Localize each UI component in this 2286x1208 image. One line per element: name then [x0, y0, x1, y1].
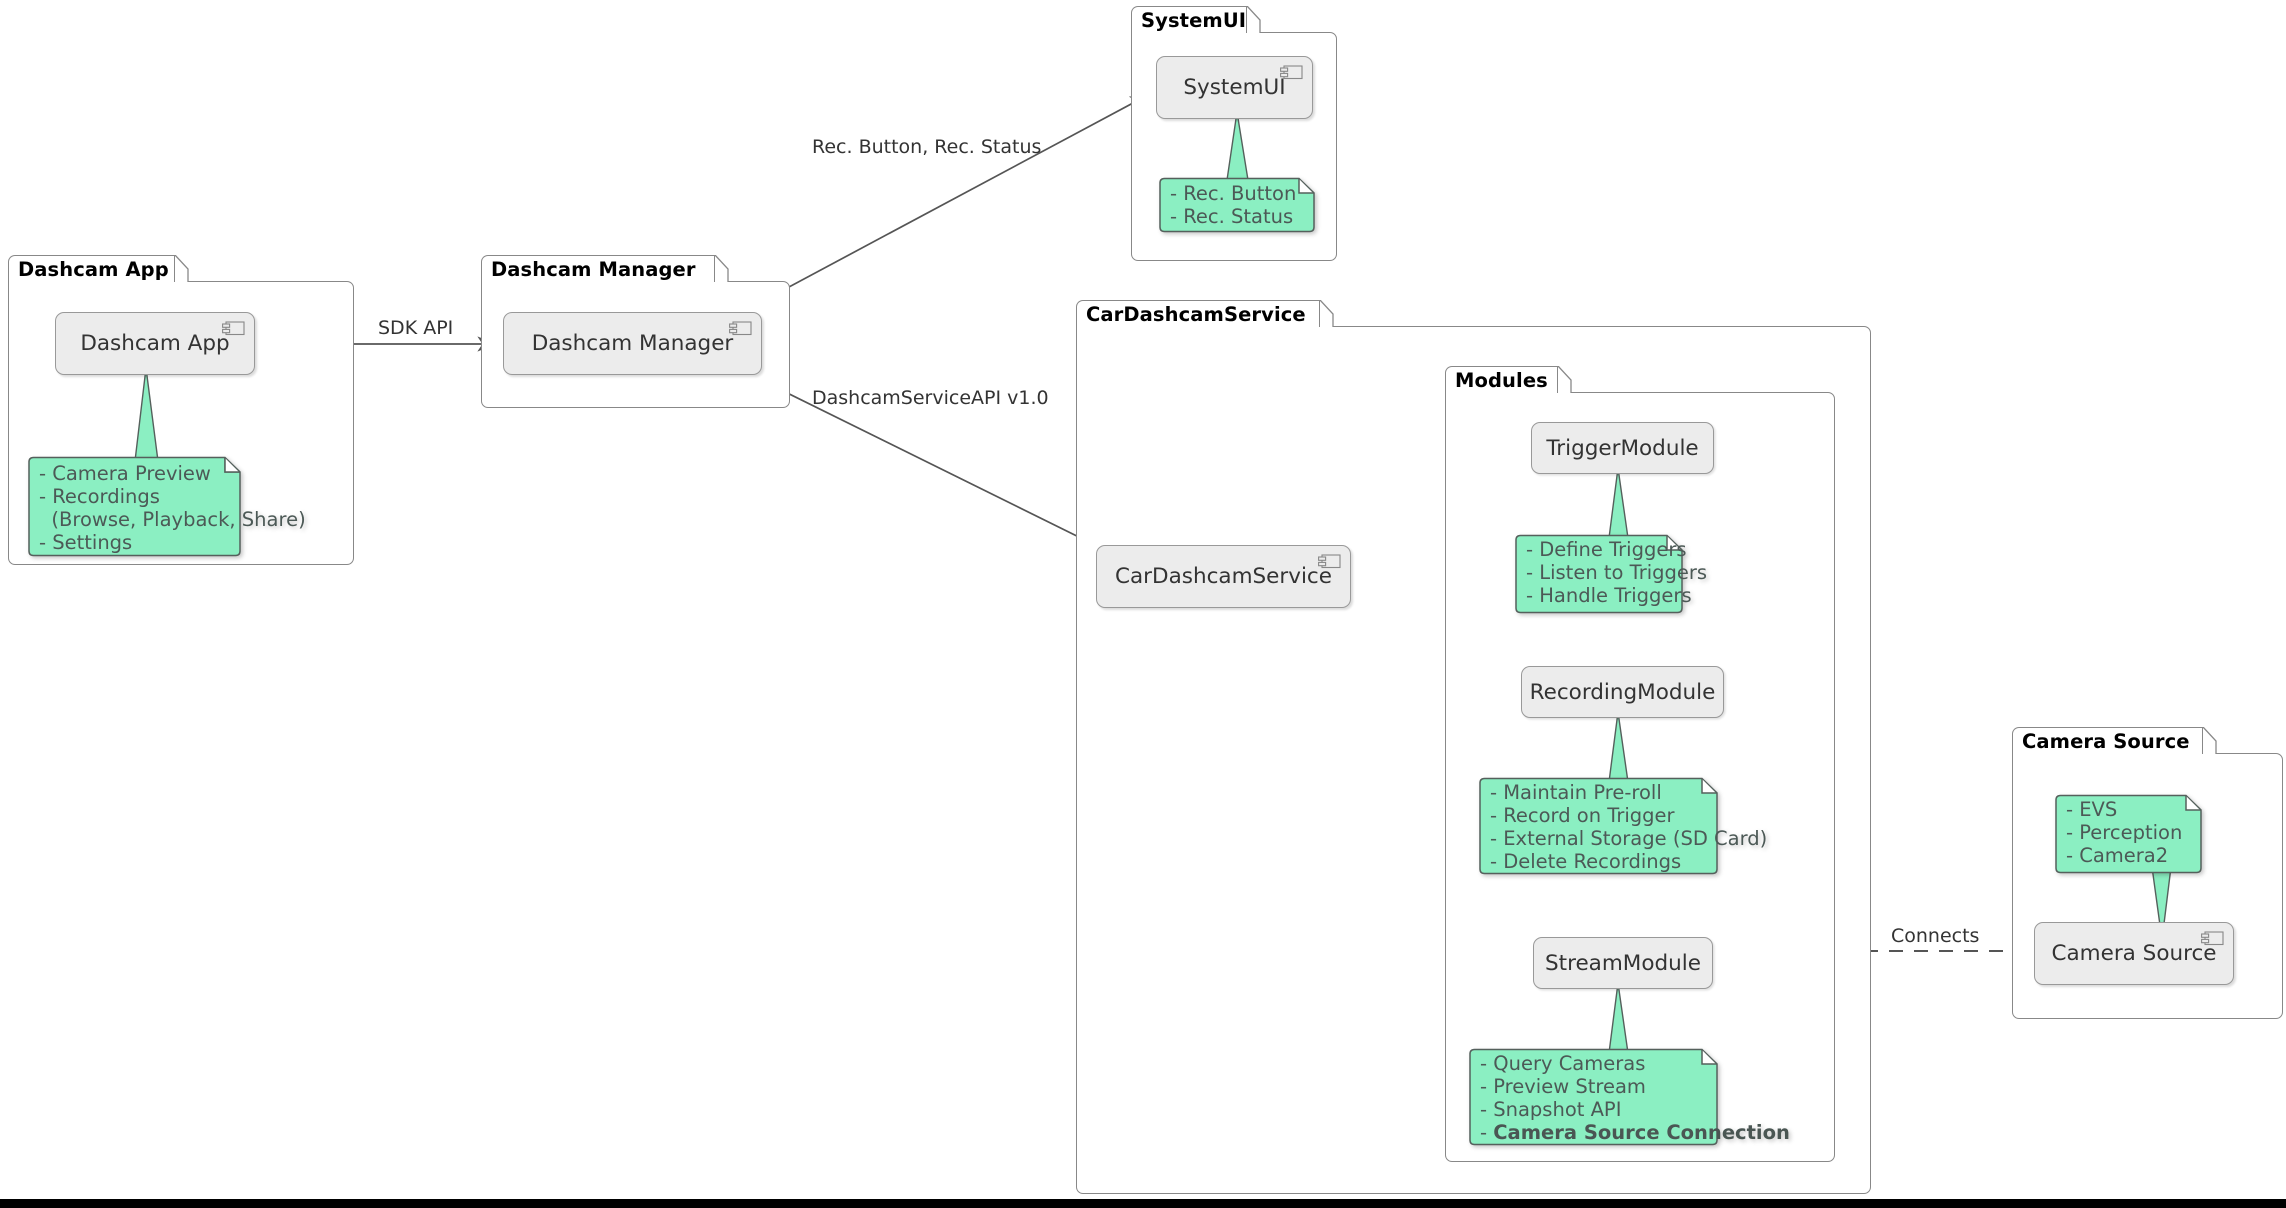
note-camera-source: - EVS - Perception - Camera2 [2053, 793, 2204, 875]
note-line-bold-text: Camera Source Connection [1493, 1121, 1790, 1144]
component-stream-module-label: StreamModule [1545, 950, 1701, 976]
note-system-ui: - Rec. Button - Rec. Status [1157, 176, 1317, 234]
note-line: - Snapshot API [1480, 1098, 1622, 1121]
note-line: - Query Cameras [1480, 1052, 1646, 1075]
component-recording-module[interactable]: RecordingModule [1521, 666, 1724, 718]
edge-label-rec-button: Rec. Button, Rec. Status [812, 136, 1042, 158]
component-trigger-module-label: TriggerModule [1546, 435, 1699, 461]
component-icon [1318, 554, 1341, 569]
note-tail-dashcam-app [134, 368, 159, 462]
package-system-ui: SystemUI SystemUI - Rec. But [1131, 6, 1337, 261]
note-line: - External Storage (SD Card) [1490, 827, 1768, 850]
package-tab-corner-icon [1247, 6, 1261, 33]
package-camera-source-tab: Camera Source [2012, 727, 2203, 754]
package-dashcam-manager-label: Dashcam Manager [491, 257, 696, 281]
note-camera-source-text: - EVS - Perception - Camera2 [2066, 798, 2182, 867]
note-trigger-module: - Define Triggers - Listen to Triggers -… [1513, 533, 1707, 615]
note-line: - Handle Triggers [1526, 584, 1692, 607]
edge-label-service-api: DashcamServiceAPI v1.0 [812, 387, 1049, 409]
component-car-dashcam-service-label: CarDashcamService [1115, 564, 1332, 589]
package-dashcam-app-label: Dashcam App [18, 257, 169, 281]
component-camera-source[interactable]: Camera Source [2034, 922, 2234, 985]
component-dashcam-app[interactable]: Dashcam App [55, 312, 255, 375]
component-dashcam-manager-label: Dashcam Manager [531, 331, 734, 356]
package-camera-source-label: Camera Source [2022, 729, 2190, 753]
component-recording-module-label: RecordingModule [1529, 679, 1716, 705]
note-recording-module: - Maintain Pre-roll - Record on Trigger … [1477, 776, 1767, 876]
package-tab-corner-icon [1558, 366, 1572, 393]
note-tail-camera-source [2151, 867, 2172, 941]
note-shape [2055, 794, 2202, 874]
note-shape [28, 456, 241, 557]
component-icon [222, 321, 245, 336]
package-dashcam-app-tab: Dashcam App [8, 255, 175, 282]
note-line: - Maintain Pre-roll [1490, 781, 1662, 804]
note-line: (Browse, Playback, Share) [39, 508, 306, 531]
package-car-dashcam-service-label: CarDashcamService [1086, 302, 1306, 326]
component-system-ui-label: SystemUI [1183, 75, 1286, 100]
note-stream-module: - Query Cameras - Preview Stream - Snaps… [1467, 1047, 1790, 1147]
note-line: - Record on Trigger [1490, 804, 1675, 827]
note-line-bold: - Camera Source Connection [1480, 1121, 1790, 1144]
note-line: - Rec. Status [1170, 205, 1294, 228]
note-tail-recording [1608, 712, 1629, 783]
note-line: - Camera Preview [39, 462, 211, 485]
package-tab-corner-icon [715, 255, 729, 282]
note-trigger-module-text: - Define Triggers - Listen to Triggers -… [1526, 538, 1707, 607]
note-line: - Perception [2066, 821, 2183, 844]
component-icon [729, 321, 752, 336]
note-tail-stream [1608, 983, 1629, 1054]
note-tail-trigger [1608, 468, 1629, 539]
component-camera-source-label: Camera Source [2051, 941, 2217, 966]
note-dashcam-app: - Camera Preview - Recordings (Browse, P… [26, 455, 306, 558]
component-stream-module[interactable]: StreamModule [1533, 937, 1713, 989]
component-icon [1280, 65, 1303, 80]
component-trigger-module[interactable]: TriggerModule [1531, 422, 1714, 474]
note-line: - Settings [39, 531, 133, 554]
note-shape [1469, 1048, 1718, 1146]
package-car-dashcam-service-tab: CarDashcamService [1076, 300, 1320, 327]
package-car-dashcam-service: CarDashcamService CarDashcamService Modu… [1076, 300, 1871, 1194]
note-line: - Camera2 [2066, 844, 2169, 867]
note-recording-module-text: - Maintain Pre-roll - Record on Trigger … [1490, 781, 1767, 873]
edge-rec-button-line [730, 94, 1149, 319]
package-dashcam-app: Dashcam App Dashcam App [8, 255, 354, 565]
note-line: - Rec. Button [1170, 182, 1297, 205]
package-modules: Modules TriggerModule - [1445, 366, 1835, 1162]
package-modules-tab: Modules [1445, 366, 1558, 393]
package-tab-corner-icon [1320, 300, 1334, 327]
note-line: - Define Triggers [1526, 538, 1687, 561]
package-modules-label: Modules [1455, 368, 1548, 392]
note-line: - Delete Recordings [1490, 850, 1682, 873]
note-system-ui-text: - Rec. Button - Rec. Status [1170, 182, 1296, 228]
note-dashcam-app-text: - Camera Preview - Recordings (Browse, P… [39, 462, 306, 554]
component-car-dashcam-service[interactable]: CarDashcamService [1096, 545, 1351, 608]
note-line: - Recordings [39, 485, 160, 508]
note-stream-module-text: - Query Cameras - Preview Stream - Snaps… [1480, 1052, 1790, 1144]
component-icon [2201, 931, 2224, 946]
note-tail-system-ui [1226, 112, 1249, 181]
component-dashcam-app-label: Dashcam App [80, 331, 230, 356]
package-tab-corner-icon [175, 255, 189, 282]
package-tab-corner-icon [2203, 727, 2217, 754]
bottom-edge-bar [0, 1199, 2286, 1208]
package-dashcam-manager-tab: Dashcam Manager [481, 255, 715, 282]
edge-label-sdk-api: SDK API [378, 317, 454, 339]
note-line: - EVS [2066, 798, 2118, 821]
edge-label-connects: Connects [1891, 925, 1980, 947]
package-camera-source: Camera Source - EVS - Perception - Camer… [2012, 727, 2283, 1019]
component-system-ui[interactable]: SystemUI [1156, 56, 1313, 119]
package-dashcam-manager: Dashcam Manager Dashcam Manager [481, 255, 790, 408]
note-shape [1159, 177, 1315, 233]
note-line: - Listen to Triggers [1526, 561, 1708, 584]
package-modules-body [1445, 392, 1835, 1162]
package-system-ui-label: SystemUI [1141, 8, 1247, 32]
package-system-ui-tab: SystemUI [1131, 6, 1247, 33]
note-line: - Preview Stream [1480, 1075, 1646, 1098]
component-dashcam-manager[interactable]: Dashcam Manager [503, 312, 762, 375]
